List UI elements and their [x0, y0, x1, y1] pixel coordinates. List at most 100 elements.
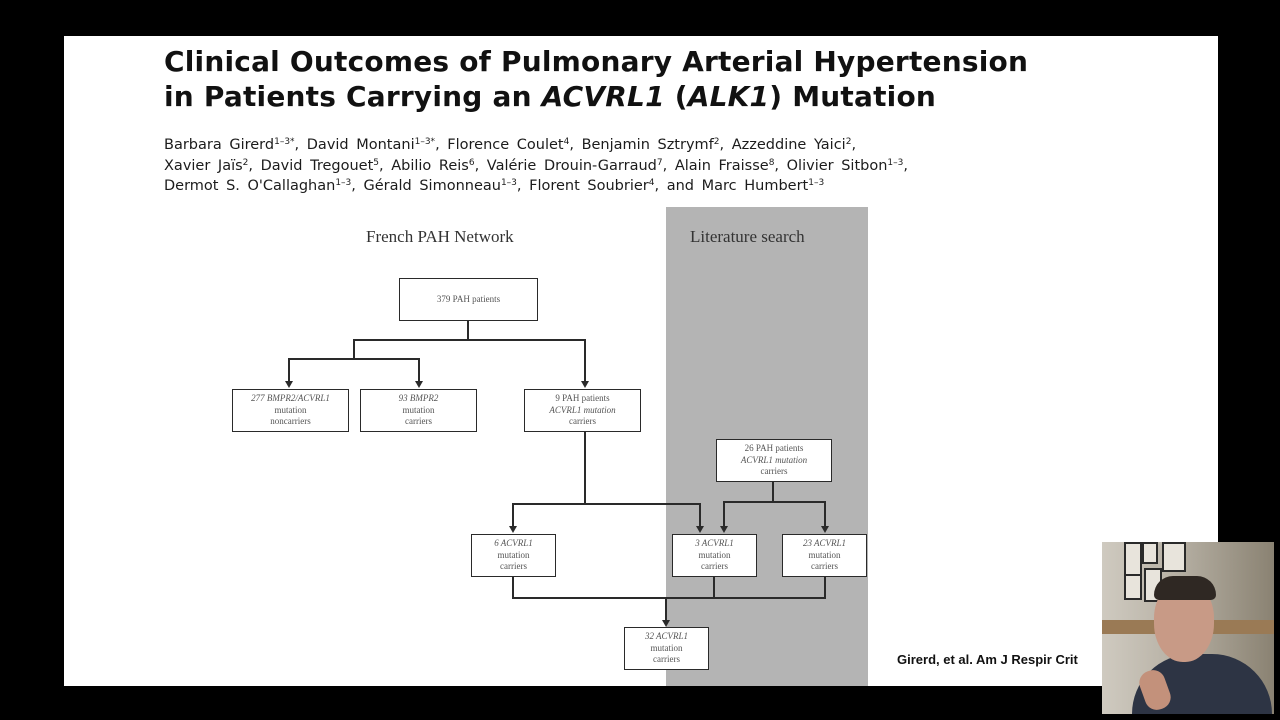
arrow-head: [662, 620, 670, 627]
box-text: mutation: [402, 404, 435, 415]
author-name: David Tregouet: [260, 157, 374, 174]
author-affiliation: 1–3*: [414, 137, 436, 147]
author-affiliation: 1–3: [808, 178, 825, 188]
connector-line: [512, 503, 514, 528]
box-noncarriers: 277 BMPR2/ACVRL1 mutation noncarriers: [232, 389, 349, 432]
author-affiliation: 1–3: [335, 178, 352, 188]
wall-picture-frame: [1142, 542, 1158, 564]
connector-line: [772, 482, 774, 503]
box-6-acvrl1-carriers: 6 ACVRL1 mutation carriers: [471, 534, 556, 577]
box-text: 3 ACVRL1: [695, 538, 734, 549]
author-line: Barbara Girerd1–3*, David Montani1–3*, F…: [164, 135, 1064, 156]
author-affiliation: 7: [656, 157, 663, 168]
box-23-acvrl1-carriers: 23 ACVRL1 mutation carriers: [782, 534, 867, 577]
arrow-head: [415, 381, 423, 388]
connector-line: [288, 358, 290, 382]
author-separator: ,: [435, 137, 448, 153]
author-separator: ,: [294, 137, 307, 153]
author-affiliation: 2: [845, 137, 852, 147]
box-text: 32 ACVRL1: [644, 631, 689, 642]
presenter-hair: [1154, 576, 1216, 600]
author-separator: ,: [774, 157, 787, 174]
title-line-2-end: ) Mutation: [769, 80, 937, 113]
author-separator: ,: [248, 157, 261, 174]
box-text: carriers: [405, 416, 432, 427]
author-affiliation: 8: [768, 157, 775, 168]
author-separator: ,: [516, 178, 530, 194]
arrow-head: [285, 381, 293, 388]
box-text: ACVRL1 mutation: [549, 404, 616, 415]
author-affiliation: 2: [713, 137, 720, 147]
connector-line: [723, 501, 825, 503]
author-affiliation: 1–3*: [274, 137, 295, 147]
author-name: Florent Soubrier: [529, 178, 649, 194]
connector-line: [512, 597, 826, 599]
connector-line: [665, 597, 667, 622]
author-name: Xavier Jaïs: [164, 157, 243, 174]
author-separator: ,: [662, 157, 675, 174]
box-text: 26 PAH patients: [744, 443, 804, 454]
title-line-2: in Patients Carrying an ACVRL1 (ALK1) Mu…: [164, 79, 1164, 114]
box-text: mutation: [650, 642, 683, 653]
box-9-acvrl1-carriers: 9 PAH patients ACVRL1 mutation carriers: [524, 389, 641, 432]
box-text: carriers: [569, 416, 596, 427]
box-text: carriers: [811, 561, 838, 572]
box-text: ACVRL1 mutation: [740, 454, 808, 465]
box-text: 379 PAH patients: [436, 293, 501, 304]
author-separator: ,: [379, 157, 392, 174]
author-name: Alain Fraisse: [674, 157, 769, 174]
author-affiliation: 4: [563, 137, 570, 147]
author-name: David Montani: [306, 137, 415, 153]
connector-line: [512, 503, 700, 505]
author-name: Benjamin Sztrymf: [581, 137, 714, 153]
connector-line: [723, 501, 725, 528]
author-affiliation: 1–3: [500, 178, 517, 188]
connector-line: [467, 320, 469, 340]
arrow-head: [509, 526, 517, 533]
literature-search-header: Literature search: [690, 227, 805, 246]
title-line-1: Clinical Outcomes of Pulmonary Arterial …: [164, 45, 1029, 78]
author-separator: , and: [654, 178, 702, 194]
box-text: 6 ACVRL1: [494, 538, 533, 549]
author-affiliation: 5: [373, 157, 379, 168]
wall-picture-frame: [1124, 574, 1142, 600]
box-text: 9 PAH patients: [555, 393, 610, 404]
connector-line: [699, 503, 701, 528]
author-separator: ,: [569, 137, 582, 153]
author-separator: ,: [719, 137, 732, 153]
citation-text: Girerd, et al. Am J Respir Crit: [897, 652, 1078, 667]
wall-picture-frame: [1124, 542, 1142, 576]
title-gene-alias: ALK1: [687, 80, 770, 113]
author-separator: ,: [903, 157, 908, 174]
title-line-2-text: in Patients Carrying an: [164, 80, 542, 113]
box-text: noncarriers: [270, 416, 311, 427]
arrow-head: [696, 526, 704, 533]
author-affiliation: 4: [648, 178, 655, 188]
author-name: Florence Coulet: [447, 137, 564, 153]
presentation-slide: Clinical Outcomes of Pulmonary Arterial …: [64, 36, 1218, 686]
author-line: Dermot S. O'Callaghan1–3, Gérald Simonne…: [164, 176, 1064, 197]
author-name: Dermot S. O'Callaghan: [164, 178, 336, 194]
author-affiliation: 6: [468, 157, 475, 168]
box-379-pah-patients: 379 PAH patients: [399, 278, 538, 321]
box-text: carriers: [500, 561, 527, 572]
author-affiliation: 2: [242, 157, 249, 168]
arrow-head: [720, 526, 728, 533]
box-32-acvrl1-carriers: 32 ACVRL1 mutation carriers: [624, 627, 709, 670]
box-text: carriers: [653, 654, 680, 665]
author-name: Abilio Reis: [391, 157, 469, 174]
author-separator: ,: [851, 137, 857, 153]
author-name: Valérie Drouin-Garraud: [486, 157, 657, 174]
box-text: mutation: [497, 549, 530, 560]
box-text: 93 BMPR2: [398, 393, 439, 404]
arrow-head: [821, 526, 829, 533]
connector-line: [353, 339, 355, 359]
wall-picture-frame: [1162, 542, 1186, 572]
connector-line: [824, 576, 826, 598]
author-affiliation: 1–3: [887, 157, 904, 168]
connector-line: [713, 576, 715, 598]
author-separator: ,: [351, 178, 364, 194]
author-list: Barbara Girerd1–3*, David Montani1–3*, F…: [164, 135, 1064, 197]
connector-line: [418, 358, 420, 382]
box-text: carriers: [760, 466, 788, 477]
